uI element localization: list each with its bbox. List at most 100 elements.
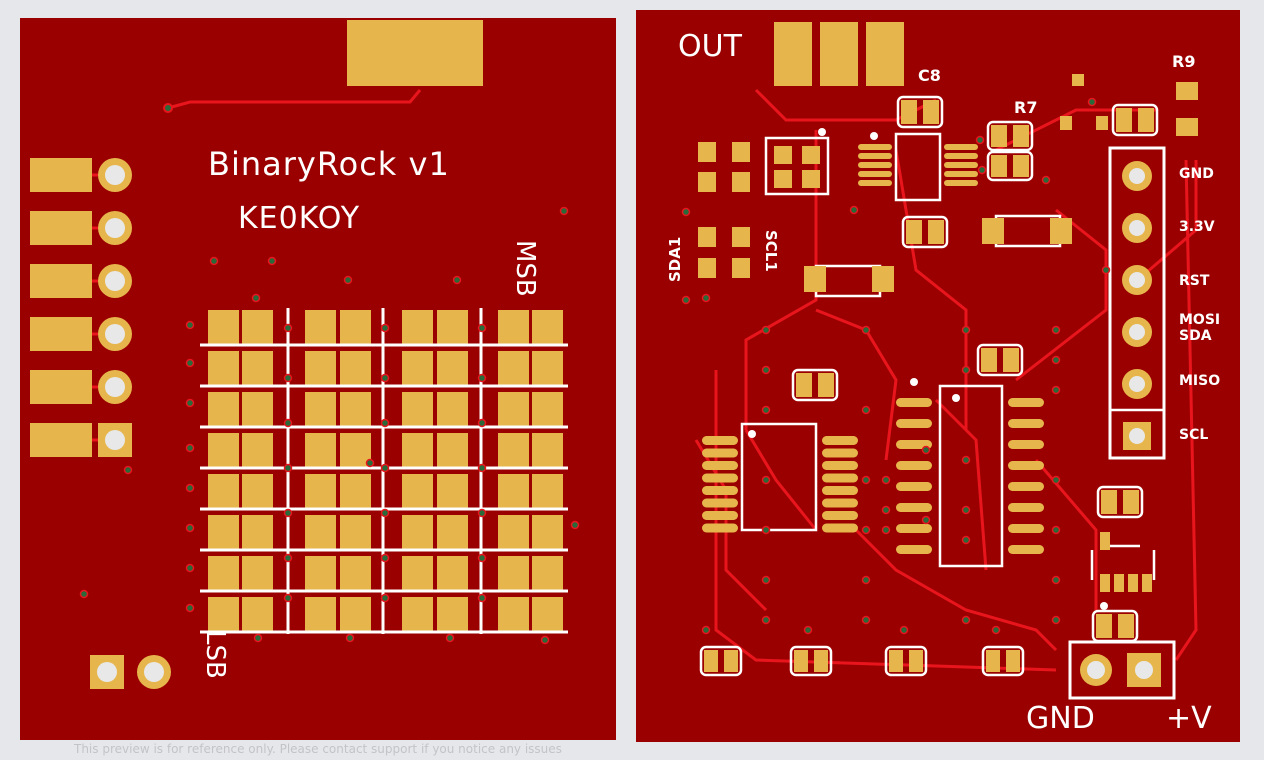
ic-pin (896, 440, 932, 449)
via (283, 373, 293, 383)
ic-pin (1008, 461, 1044, 470)
via (123, 465, 133, 475)
matrix-pad (532, 597, 563, 633)
component-pad (906, 220, 922, 244)
ic-pin (858, 162, 892, 168)
jumper-pad (732, 227, 750, 247)
header-pad (30, 317, 92, 351)
matrix-pad (437, 310, 468, 346)
ic-outline (894, 132, 942, 202)
power-gnd-label: GND (1026, 701, 1095, 736)
via (345, 633, 355, 643)
matrix-pad (305, 351, 336, 387)
matrix-pad (402, 351, 433, 387)
matrix-pad (402, 433, 433, 469)
component-pad (1013, 125, 1029, 147)
matrix-pad (532, 392, 563, 428)
matrix-pad (242, 310, 273, 346)
matrix-pad (208, 392, 239, 428)
matrix-pad (305, 392, 336, 428)
via (283, 323, 293, 333)
matrix-pad (498, 474, 529, 510)
ic-pin (1008, 545, 1044, 554)
via (1051, 615, 1061, 625)
matrix-pad (437, 351, 468, 387)
msb-label: MSB (510, 240, 540, 297)
matrix-pad (305, 433, 336, 469)
component-pad (1123, 490, 1139, 514)
power-v-label: +V (1166, 701, 1212, 736)
via (283, 553, 293, 563)
component-pad (774, 146, 792, 164)
component-pad (814, 650, 828, 672)
via (961, 535, 971, 545)
matrix-pad (242, 392, 273, 428)
matrix-pad (402, 597, 433, 633)
component-pad (1096, 614, 1112, 638)
matrix-pad (340, 392, 371, 428)
c8-label: C8 (918, 66, 941, 85)
component-pad (901, 100, 917, 124)
via (881, 505, 891, 515)
via (380, 593, 390, 603)
left-pcb-board: BinaryRock v1 KE0KOY MSB LSB (20, 18, 616, 740)
header-pad (30, 370, 92, 404)
ic-pin (822, 498, 858, 508)
header-gnd-label: GND (1179, 166, 1214, 182)
matrix-pad (340, 310, 371, 346)
right-components (681, 22, 1198, 700)
jumper-pad (698, 142, 716, 162)
matrix-pad (242, 515, 273, 551)
ic-pin (702, 511, 738, 520)
component-pad (802, 146, 820, 164)
via (477, 463, 487, 473)
component-pad (802, 170, 820, 188)
via (283, 418, 293, 428)
out-connector-pad (774, 22, 812, 86)
via (961, 325, 971, 335)
via (283, 463, 293, 473)
component-outline (1096, 485, 1144, 519)
via (185, 443, 195, 453)
via (540, 635, 550, 645)
matrix-pad (340, 474, 371, 510)
right-board-artwork (681, 22, 1198, 700)
diode-pad (804, 266, 826, 292)
component-outline (764, 136, 830, 196)
via (881, 475, 891, 485)
r9-pad (1176, 82, 1198, 100)
matrix-pad (532, 433, 563, 469)
matrix-pad (402, 310, 433, 346)
component-pad (889, 650, 903, 672)
ic-pin (822, 523, 858, 533)
right-pcb-board: OUT C8 R7 R9 SDA1 SCL1 GND 3.3V RST MOSI… (636, 10, 1240, 742)
header-miso-label: MISO (1179, 373, 1221, 389)
r9-label: R9 (1172, 52, 1196, 71)
ic-pin (1008, 440, 1044, 449)
ic-pin (944, 144, 978, 150)
callsign-label: KE0KOY (238, 201, 361, 236)
ic-pin (944, 171, 978, 177)
via (1051, 575, 1061, 585)
matrix-pad (208, 351, 239, 387)
matrix-pad (305, 556, 336, 592)
matrix-pad (208, 310, 239, 346)
matrix-pad (402, 474, 433, 510)
via (1041, 175, 1051, 185)
matrix-pad (498, 310, 529, 346)
matrix-pad (498, 556, 529, 592)
via (761, 405, 771, 415)
regulator-pad (1114, 574, 1124, 592)
lsb-label: LSB (200, 630, 230, 679)
header-pad (30, 264, 92, 298)
matrix-pad (340, 597, 371, 633)
component-outline (896, 95, 944, 129)
matrix-pad (242, 474, 273, 510)
regulator-pad (1128, 574, 1138, 592)
via (991, 625, 1001, 635)
via (185, 483, 195, 493)
ic-pin (822, 511, 858, 520)
via (380, 553, 390, 563)
matrix-pad (402, 556, 433, 592)
ic-pin (896, 503, 932, 512)
